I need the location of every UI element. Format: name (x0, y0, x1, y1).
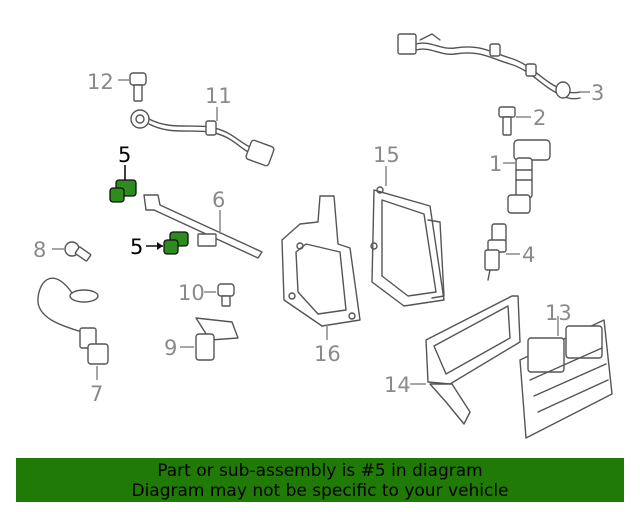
info-banner: Part or sub-assembly is #5 in diagram Di… (16, 458, 624, 502)
callout-16: 16 (314, 342, 341, 366)
part-11-knock-sensor[interactable] (130, 109, 275, 167)
part-9-cam-sensor[interactable] (195, 317, 239, 361)
part-5-connector-lower[interactable] (163, 231, 189, 255)
part-10-bolt[interactable] (217, 283, 235, 307)
part-12-bolt[interactable] (129, 72, 147, 102)
part-15-ecm[interactable] (370, 186, 445, 307)
part-13-module[interactable] (519, 319, 613, 439)
banner-line-1: Part or sub-assembly is #5 in diagram (157, 461, 483, 481)
parts-diagram: 3 2 1 4 12 11 (33, 33, 613, 439)
callout-8: 8 (33, 238, 46, 262)
part-6-bracket[interactable] (143, 194, 263, 259)
callout-3: 3 (591, 81, 604, 105)
callout-13: 13 (545, 301, 572, 325)
arrowhead-5-lower (157, 242, 163, 250)
part-7-oxygen-sensor[interactable] (37, 277, 109, 365)
callout-10: 10 (178, 281, 205, 305)
part-16-ecu-bracket[interactable] (281, 195, 361, 327)
callout-1: 1 (489, 152, 502, 176)
callout-15: 15 (373, 143, 400, 167)
callout-5-lower: 5 (130, 235, 143, 259)
callout-11: 11 (205, 84, 232, 108)
callout-2: 2 (533, 106, 546, 130)
callout-12: 12 (87, 70, 114, 94)
part-5-connector-upper[interactable] (109, 179, 137, 203)
callout-6: 6 (212, 188, 225, 212)
banner-line-2: Diagram may not be specific to your vehi… (131, 481, 509, 501)
part-2-bolt[interactable] (498, 106, 516, 136)
callout-7: 7 (90, 382, 103, 406)
part-14-bracket[interactable] (425, 295, 521, 425)
part-3-wiring-harness[interactable] (397, 33, 581, 100)
part-8-bolt[interactable] (64, 241, 92, 262)
part-1-ignition-coil[interactable] (507, 139, 551, 214)
part-4-spark-plug[interactable] (484, 223, 507, 281)
callout-4: 4 (522, 243, 535, 267)
callout-9: 9 (164, 336, 177, 360)
callout-14: 14 (384, 373, 411, 397)
callout-5-upper: 5 (118, 143, 131, 167)
